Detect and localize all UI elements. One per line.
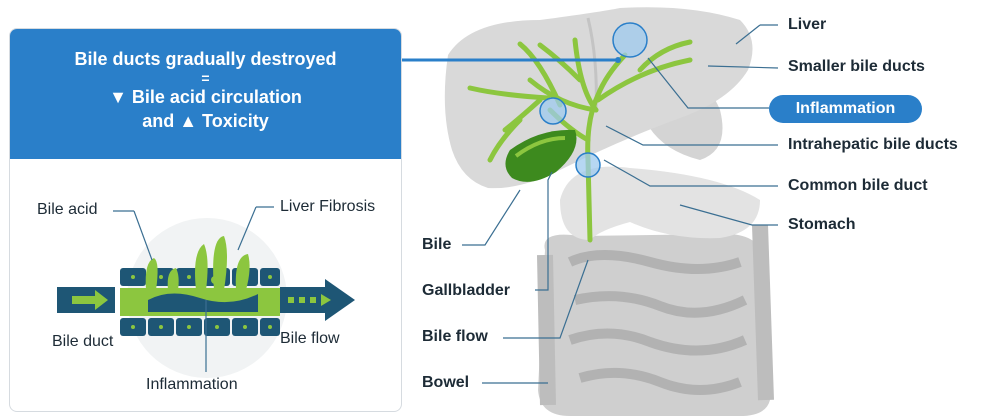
duct-closeup-illustration — [57, 207, 355, 378]
label-smaller-bile-ducts: Smaller bile ducts — [788, 58, 925, 76]
anatomy-illustration — [402, 7, 778, 416]
label-anatomy-bile-flow: Bile flow — [422, 328, 488, 346]
label-bile-flow: Bile flow — [280, 330, 340, 348]
label-gallbladder: Gallbladder — [422, 282, 510, 300]
label-bowel: Bowel — [422, 374, 469, 392]
label-liver: Liver — [788, 16, 826, 34]
label-inflammation: Inflammation — [146, 376, 238, 394]
label-stomach: Stomach — [788, 216, 856, 234]
label-inflammation-pill: Inflammation — [769, 95, 922, 123]
label-bile: Bile — [422, 236, 451, 254]
label-bile-duct: Bile duct — [52, 333, 113, 351]
label-bile-acid: Bile acid — [37, 201, 97, 219]
label-intrahepatic-bile-ducts: Intrahepatic bile ducts — [788, 136, 958, 154]
label-liver-fibrosis: Liver Fibrosis — [280, 198, 375, 216]
label-common-bile-duct: Common bile duct — [788, 177, 928, 195]
